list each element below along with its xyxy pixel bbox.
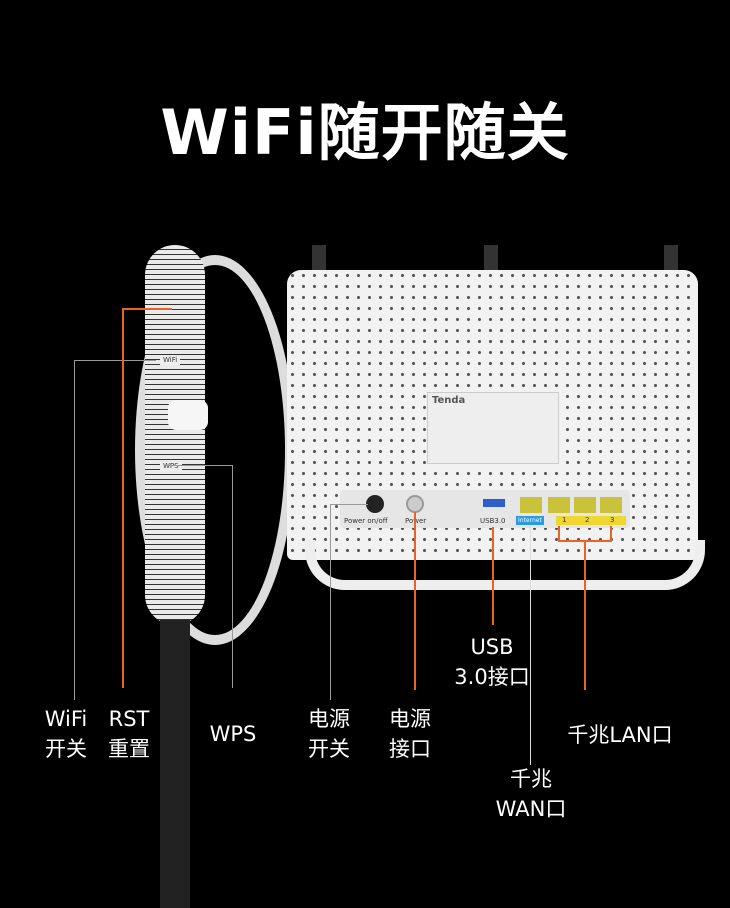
brand-logo: Tenda	[432, 395, 466, 406]
router-stand	[305, 540, 705, 590]
lan-port-1	[548, 497, 570, 513]
callout-rst: RST 重置	[103, 704, 155, 764]
callout-power-port: 电源接口	[384, 704, 436, 764]
rst-leader	[122, 308, 124, 688]
callout-line: RST	[108, 707, 150, 731]
usb-leader	[492, 527, 494, 625]
wifi-leader	[74, 360, 75, 700]
callout-line: 开关	[45, 737, 87, 761]
side-knob	[168, 400, 208, 430]
lan-leader	[558, 540, 612, 542]
callout-usb: USB 3.0接口	[440, 632, 544, 692]
callout-line: 电源	[308, 707, 350, 731]
wps-leader	[165, 465, 233, 466]
lan-3-label: 3	[610, 516, 615, 524]
wan-label: Internet	[516, 516, 544, 525]
lan-leader	[558, 526, 560, 542]
power-switch-leader	[330, 504, 368, 505]
power-port-leader	[414, 512, 416, 690]
lan-leader	[584, 540, 586, 690]
lan-leader	[610, 526, 612, 542]
wan-port	[520, 497, 542, 513]
lan-port-3	[600, 497, 622, 513]
callout-line: 千兆	[510, 767, 552, 791]
power-switch-label: Power on/off	[344, 517, 388, 525]
router-side-view	[145, 245, 205, 625]
callout-line: WAN口	[495, 797, 567, 821]
usb-port	[483, 499, 505, 507]
antenna	[484, 245, 498, 275]
product-label-sticker: Tenda	[427, 392, 559, 464]
callout-wifi-switch: WiFi 开关	[40, 704, 92, 764]
callout-line: WiFi	[44, 707, 88, 731]
antenna	[312, 245, 326, 275]
wps-leader	[232, 465, 233, 688]
lan-1-label: 1	[562, 516, 567, 524]
antenna	[664, 245, 678, 275]
lan-2-label: 2	[585, 516, 590, 524]
power-jack	[406, 495, 424, 513]
rst-leader	[122, 308, 172, 310]
callout-line: 3.0接口	[454, 665, 530, 689]
callout-line: 开关	[308, 737, 350, 761]
headline: WiFi随开随关	[160, 96, 570, 169]
callout-line: 电源	[389, 707, 431, 731]
callout-line: 接口	[389, 737, 431, 761]
callout-wps: WPS	[209, 722, 257, 746]
callout-power-switch: 电源开关	[303, 704, 355, 764]
lan-label-strip	[556, 516, 626, 525]
callout-wan: 千兆 WAN口	[490, 764, 572, 824]
callout-lan: 千兆LAN口	[567, 723, 673, 747]
lan-port-2	[574, 497, 596, 513]
power-switch-leader	[330, 504, 331, 700]
callout-line: USB	[470, 635, 514, 659]
usb-label: USB3.0	[480, 517, 506, 525]
wifi-leader	[74, 360, 156, 361]
side-wifi-label: WiFi	[160, 356, 181, 365]
wan-leader	[530, 526, 531, 765]
callout-line: 重置	[108, 737, 150, 761]
side-wps-label: WPS	[160, 462, 182, 471]
power-switch[interactable]	[366, 495, 384, 513]
cable	[160, 620, 190, 908]
